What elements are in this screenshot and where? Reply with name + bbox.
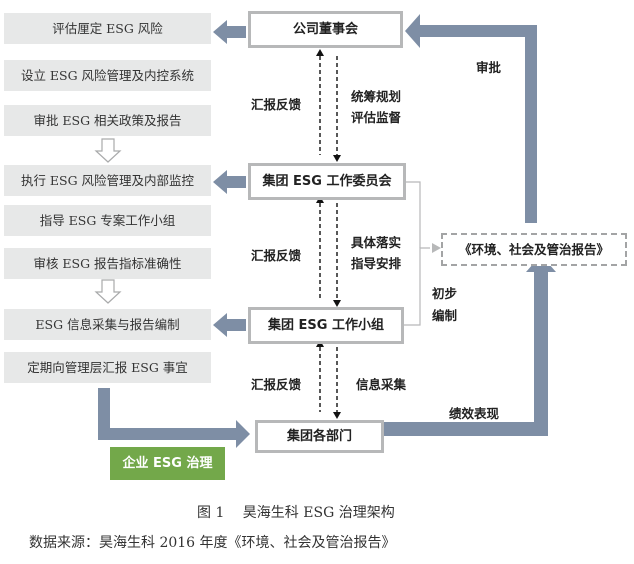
left-item-execute-controls: 执行 ESG 风险管理及内部监控 — [4, 165, 211, 196]
hollow-arrow-1 — [94, 138, 122, 163]
dash-arrow-down-3 — [333, 412, 341, 419]
node-board: 公司董事会 — [248, 11, 403, 48]
label-info-collect: 信息采集 — [356, 377, 407, 392]
label-draft-1: 初步 — [432, 286, 458, 301]
label-implement-1: 具体落实 — [351, 235, 402, 250]
left-item-setup-controls: 设立 ESG 风险管理及内控系统 — [4, 60, 211, 91]
label-plan-2: 评估监督 — [351, 110, 402, 125]
left-item-review-metrics: 审核 ESG 报告指标准确性 — [4, 248, 211, 279]
left-item-assess-risk: 评估厘定 ESG 风险 — [4, 13, 211, 44]
label-performance: 绩效表现 — [449, 406, 500, 421]
dash-arrow-down-1 — [333, 155, 341, 162]
label-report-up-3: 汇报反馈 — [251, 377, 302, 392]
node-departments: 集团各部门 — [255, 420, 384, 453]
label-approve: 审批 — [476, 60, 502, 75]
label-report-up-2: 汇报反馈 — [251, 248, 302, 263]
arrow-left-to-departments — [98, 388, 250, 448]
dash-arrow-up-1 — [316, 49, 324, 56]
arrow-departments-to-report — [384, 255, 556, 436]
arrow-group-to-left — [213, 313, 246, 337]
dash-arrow-down-2 — [333, 300, 341, 307]
left-item-guide-group: 指导 ESG 专案工作小组 — [4, 205, 211, 236]
arrow-report-to-board — [405, 14, 537, 223]
source-note: 数据来源：昊海生科 2016 年度《环境、社会及管治报告》 — [29, 535, 396, 551]
hollow-arrow-2 — [94, 279, 122, 304]
left-item-collect-info: ESG 信息采集与报告编制 — [4, 309, 211, 340]
node-governance: 企业 ESG 治理 — [110, 447, 225, 480]
label-implement-2: 指导安排 — [351, 256, 402, 271]
label-plan-1: 统筹规划 — [351, 89, 402, 104]
arrow-committee-to-left — [213, 170, 246, 194]
node-report: 《环境、社会及管治报告》 — [441, 233, 627, 266]
figure-caption: 图 1 昊海生科 ESG 治理架构 — [197, 505, 395, 521]
label-draft-2: 编制 — [432, 308, 458, 323]
node-committee: 集团 ESG 工作委员会 — [248, 163, 406, 200]
node-working-group: 集团 ESG 工作小组 — [248, 307, 404, 344]
label-report-up-1: 汇报反馈 — [251, 97, 302, 112]
left-item-approve-policy: 审批 ESG 相关政策及报告 — [4, 105, 211, 136]
left-item-report-mgmt: 定期向管理层汇报 ESG 事宜 — [4, 352, 211, 383]
arrow-board-to-left — [213, 20, 246, 44]
line-group-to-report — [404, 247, 430, 326]
arrow-to-report-head — [432, 243, 441, 253]
line-committee-to-report — [406, 181, 421, 248]
